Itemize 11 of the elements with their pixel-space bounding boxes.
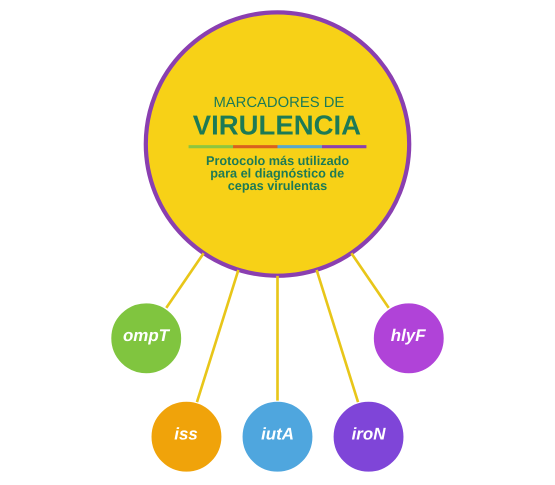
connector bbox=[276, 276, 279, 401]
connector bbox=[165, 252, 205, 309]
node-circle: hlyF bbox=[372, 301, 446, 376]
connector bbox=[315, 270, 360, 403]
node-circle: ompT bbox=[109, 301, 184, 376]
connector bbox=[350, 252, 390, 309]
connector bbox=[196, 270, 240, 403]
node-circle: iss bbox=[149, 400, 224, 474]
node-circle: MARCADORES DE VIRULENCIA Protocolo más utilizado para el diagnóstico de cepas virulentas bbox=[144, 10, 412, 278]
node-circle: iroN bbox=[332, 400, 406, 474]
node-circle: iutA bbox=[240, 400, 315, 474]
